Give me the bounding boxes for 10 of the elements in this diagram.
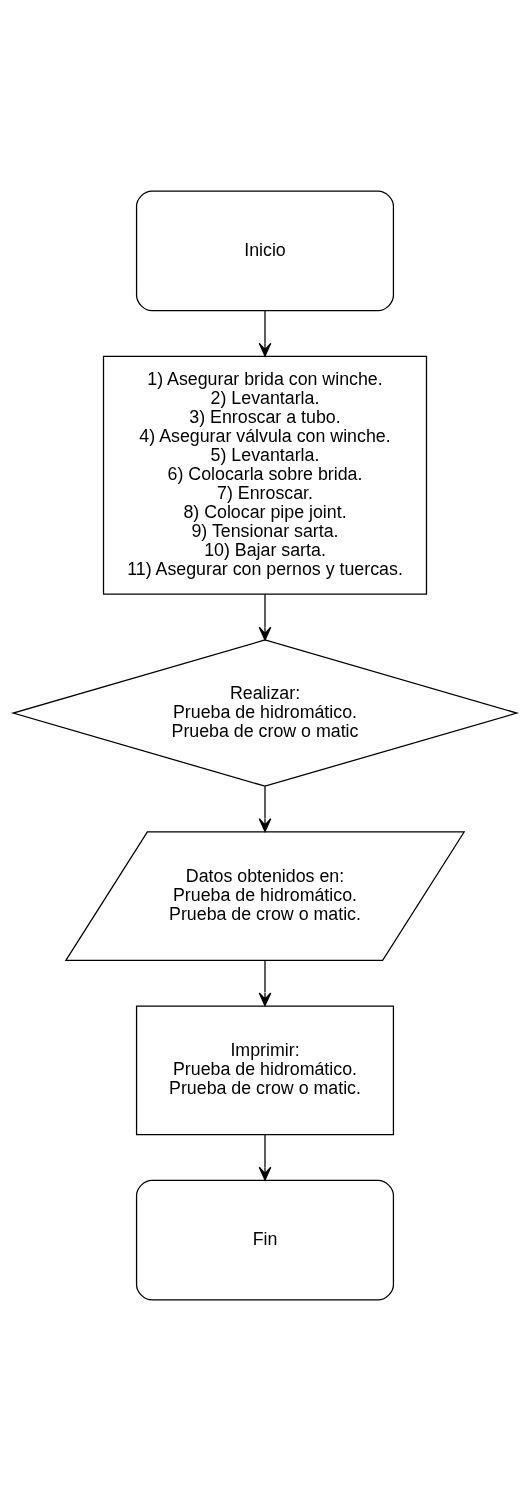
node-box: Imprimir: Prueba de hidromático. Prueba de crow o matic. (135, 1005, 395, 1136)
arrow (258, 959, 272, 1007)
arrow (258, 310, 272, 357)
node-box: 1) Asegurar brida con winche. 2) Levantarla. 3) Enroscar a tubo. 4) Asegurar válvula con winche. 5) Levantarla. 6) Colocarla sobre brida. 7) Enroscar. 8) Colocar pipe joint. 9) Tensionar sarta. 10) Bajar sarta. 11) Asegurar con pernos y tuercas. (102, 355, 428, 595)
node-box: Fin (135, 1179, 395, 1301)
arrow (258, 593, 272, 641)
node-box: Inicio (135, 190, 395, 312)
arrow (258, 1134, 272, 1181)
arrow (258, 785, 272, 833)
node-diamond: Realizar: Prueba de hidromático. Prueba de crow o matic (10, 639, 520, 787)
